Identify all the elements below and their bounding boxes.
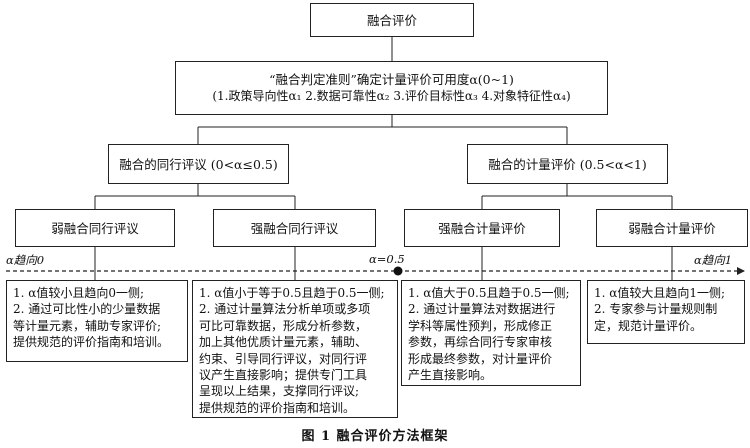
desc-line: 可比可靠数据，形成分析参数， [199, 318, 368, 333]
leaf-strong-peer: 强融合同行评议 [213, 209, 376, 247]
desc-line: 1. α值较小且趋向0一侧; [13, 286, 145, 300]
axis-right-label: α趋向1 [694, 253, 733, 267]
axis-mid-label: α=0.5 [369, 252, 405, 266]
desc-line: 定，规范计量评价。 [594, 318, 703, 333]
leaf-weak-metric-label: 弱融合计量评价 [628, 220, 716, 236]
desc-line: 形成最终参数，对计量评价 [408, 351, 553, 366]
leaf-strong-metric: 强融合计量评价 [404, 209, 560, 247]
desc-line: 参数，再综合同行专家审核 [408, 335, 553, 350]
desc-line: 产生直接影响。 [408, 368, 493, 383]
desc-line: 议产生直接影响；提供专门工具 [199, 368, 368, 383]
desc-line: 2. 通过计量算法分析单项或多项 [199, 302, 371, 317]
figure-caption: 图 1 融合评价方法框架 [301, 429, 449, 444]
desc-line: 约束、引导同行评议，对同行评 [199, 351, 368, 366]
desc-line: 等计量元素，辅助专家评价; [13, 318, 162, 333]
desc-line: 2. 通过计量算法对数据进行 [408, 302, 556, 317]
desc-strong-metric: 1. α值大于0.5且趋于0.5一侧; 2. 通过计量算法对数据进行 学科等属性… [401, 280, 581, 386]
metric-branch-node: 融合的计量评价 (0.5<α<1) [467, 144, 668, 184]
axis-left-label: α趋向0 [6, 253, 45, 267]
desc-strong-peer: 1. α值小于等于0.5且趋于0.5一侧; 2. 通过计量算法分析单项或多项 可… [192, 280, 398, 418]
peer-branch-label: 融合的同行评议 (0<α≤0.5) [119, 156, 278, 172]
leaf-strong-peer-label: 强融合同行评议 [250, 220, 339, 236]
leaf-weak-peer: 弱融合同行评议 [15, 209, 175, 247]
root-node: 融合评价 [310, 3, 474, 37]
desc-line: 学科等属性预判，形成修正 [408, 318, 553, 333]
desc-weak-metric: 1. α值较大且趋向1一侧; 2. 专家参与计量规则制 定，规范计量评价。 [587, 280, 745, 344]
criterion-line-1: “融合判定准则”确定计量评价可用度α(0~1) [269, 72, 514, 87]
peer-branch-node: 融合的同行评议 (0<α≤0.5) [108, 144, 289, 184]
desc-line: 1. α值较大且趋向1一侧; [594, 286, 726, 300]
criterion-node: “融合判定准则”确定计量评价可用度α(0~1) (1.政策导向性α₁ 2.数据可… [175, 61, 608, 115]
desc-line: 呈现以上结果，支撑同行评议; [199, 384, 360, 399]
root-label: 融合评价 [366, 12, 417, 28]
desc-line: 提供规范的评价指南和培训。 [13, 335, 170, 350]
leaf-weak-metric: 弱融合计量评价 [596, 209, 748, 247]
alpha-midpoint-dot [393, 266, 403, 276]
desc-line: 2. 通过可比性小的少量数据 [13, 302, 161, 317]
desc-line: 加上其他优质计量元素，辅助、 [199, 335, 368, 350]
leaf-weak-peer-label: 弱融合同行评议 [51, 220, 139, 236]
desc-line: 1. α值大于0.5且趋于0.5一侧; [408, 286, 570, 300]
desc-line: 1. α值小于等于0.5且趋于0.5一侧; [199, 286, 385, 300]
desc-line: 提供规范的评价指南和培训。 [199, 400, 356, 415]
metric-branch-label: 融合的计量评价 (0.5<α<1) [488, 156, 647, 172]
desc-line: 2. 专家参与计量规则制 [594, 302, 718, 317]
criterion-line-2: (1.政策导向性α₁ 2.数据可靠性α₂ 3.评价目标性α₃ 4.对象特征性α₄… [212, 89, 571, 103]
desc-weak-peer: 1. α值较小且趋向0一侧; 2. 通过可比性小的少量数据 等计量元素，辅助专家… [6, 280, 188, 362]
leaf-strong-metric-label: 强融合计量评价 [438, 220, 526, 236]
